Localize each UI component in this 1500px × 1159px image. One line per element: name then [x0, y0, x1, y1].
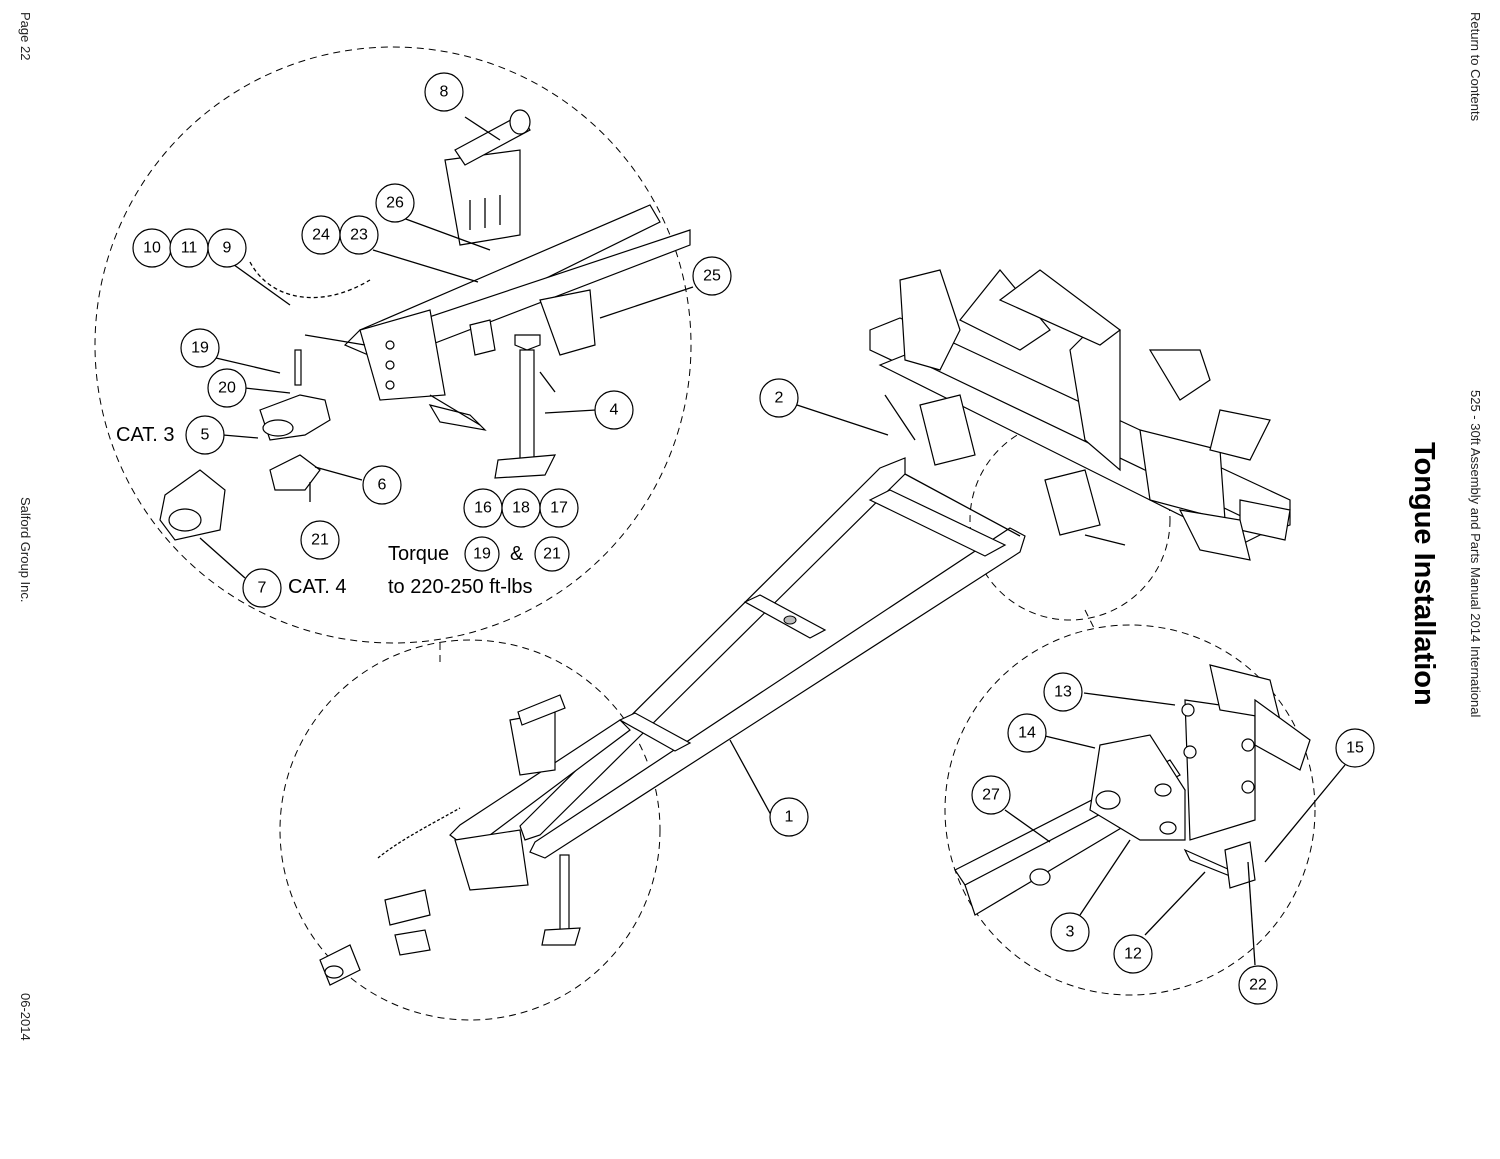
callout-2: 2: [759, 378, 799, 418]
callout-1: 1: [769, 797, 809, 837]
callout-14: 14: [1007, 713, 1047, 753]
cat3-label: CAT. 3: [116, 424, 175, 446]
svg-text:27: 27: [982, 787, 1000, 804]
callout-10: 10: [132, 228, 172, 268]
callout-5: 5: [185, 415, 225, 455]
callout-17: 17: [539, 488, 579, 528]
svg-text:1: 1: [785, 809, 794, 826]
svg-text:17: 17: [550, 500, 568, 517]
callout-25: 25: [692, 256, 732, 296]
hitch-assembly-detail: [159, 109, 691, 541]
svg-text:15: 15: [1346, 740, 1364, 757]
svg-text:4: 4: [610, 402, 619, 419]
svg-text:10: 10: [143, 240, 161, 257]
svg-text:12: 12: [1124, 946, 1142, 963]
tongue-mount-detail: [954, 664, 1311, 916]
svg-text:5: 5: [201, 427, 210, 444]
svg-text:16: 16: [474, 500, 492, 517]
callout-4: 4: [594, 390, 634, 430]
callout-8: 8: [424, 72, 464, 112]
svg-text:6: 6: [378, 477, 387, 494]
svg-text:22: 22: [1249, 977, 1267, 994]
svg-text:20: 20: [218, 380, 236, 397]
svg-text:14: 14: [1018, 725, 1036, 742]
svg-text:7: 7: [258, 580, 267, 597]
svg-text:11: 11: [181, 240, 198, 257]
callout-7: 7: [242, 568, 282, 608]
svg-text:26: 26: [386, 195, 404, 212]
torque-ampersand: &: [510, 543, 524, 565]
callout-21-torque: 21: [534, 536, 570, 572]
svg-text:19: 19: [191, 340, 209, 357]
svg-text:18: 18: [512, 500, 530, 517]
callout-18: 18: [501, 488, 541, 528]
callout-9: 9: [207, 228, 247, 268]
svg-text:2: 2: [775, 390, 784, 407]
svg-text:3: 3: [1066, 924, 1075, 941]
callout-22: 22: [1238, 965, 1278, 1005]
callout-26: 26: [375, 183, 415, 223]
svg-text:24: 24: [312, 227, 330, 244]
callout-16: 16: [463, 488, 503, 528]
svg-text:21: 21: [311, 532, 329, 549]
callout-3: 3: [1050, 912, 1090, 952]
callout-20: 20: [207, 368, 247, 408]
main-frame: [869, 269, 1291, 561]
callout-24: 24: [301, 215, 341, 255]
cat4-label: CAT. 4: [288, 576, 347, 598]
svg-text:19: 19: [473, 546, 491, 563]
callout-21: 21: [300, 520, 340, 560]
hitch-assembly-overview: [319, 694, 631, 986]
torque-spec: to 220-250 ft-lbs: [388, 576, 533, 598]
tongue-frame: [519, 457, 1026, 859]
detail-leader-2: [1084, 609, 1096, 631]
callout-23: 23: [339, 215, 379, 255]
detail-circle-hitch-view: [279, 639, 661, 1021]
callout-13: 13: [1043, 672, 1083, 712]
detail-circle-mount: [944, 624, 1316, 996]
svg-text:9: 9: [223, 240, 232, 257]
svg-text:13: 13: [1054, 684, 1072, 701]
callout-11: 11: [169, 228, 209, 268]
callout-19: 19: [180, 328, 220, 368]
svg-text:21: 21: [543, 546, 561, 563]
callout-19-torque: 19: [464, 536, 500, 572]
detail-circle-hitch: [94, 46, 692, 644]
leader-lines: [199, 116, 1346, 966]
svg-text:25: 25: [703, 268, 721, 285]
svg-text:23: 23: [350, 227, 368, 244]
svg-text:8: 8: [440, 84, 449, 101]
callout-6: 6: [362, 465, 402, 505]
torque-label: Torque: [388, 543, 450, 565]
callout-15: 15: [1335, 728, 1375, 768]
callout-27: 27: [971, 775, 1011, 815]
callout-12: 12: [1113, 934, 1153, 974]
